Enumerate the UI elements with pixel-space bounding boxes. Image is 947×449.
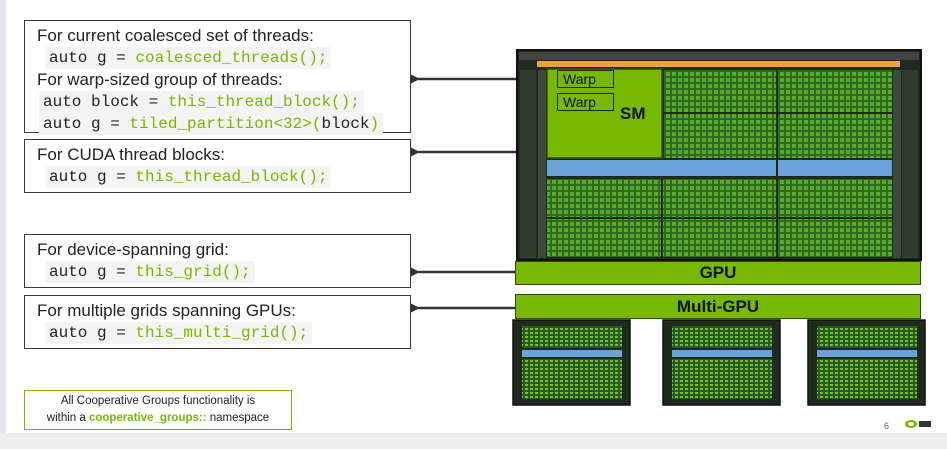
gpu-chip-2-cache (672, 350, 772, 357)
thread-block-box: For CUDA thread blocks: auto g = this_th… (24, 139, 411, 193)
grid-code-prefix: auto g = (49, 263, 136, 281)
die-orange-bar (537, 61, 900, 67)
warp-label-2: Warp (557, 93, 614, 111)
bottom-edge-strip (0, 433, 947, 449)
gpu-chip-1-cores-a (522, 326, 622, 348)
tiled-code-arg: block (321, 115, 370, 133)
warp-label-1: Warp (557, 70, 614, 88)
coalesced-code-call: coalesced_threads(); (135, 49, 328, 67)
note-line2: within a cooperative_groups:: namespace (25, 410, 291, 427)
coalesced-code-prefix: auto g = (49, 49, 136, 67)
block-code-call: this_thread_block(); (167, 93, 360, 111)
note-line1: All Cooperative Groups functionality is (60, 395, 256, 407)
thread-block-code: auto g = this_thread_block(); (45, 166, 332, 188)
thread-block-heading: For CUDA thread blocks: (37, 145, 226, 164)
thread-block-code-prefix: auto g = (49, 168, 136, 186)
tiled-code-prefix: auto g = (43, 115, 130, 133)
grid-code-call: this_grid(); (135, 263, 251, 281)
multi-grid-code: auto g = this_multi_grid(); (45, 322, 313, 344)
memory-right (902, 70, 918, 258)
multi-grid-box: For multiple grids spanning GPUs: auto g… (24, 295, 411, 349)
gpu-chip-3-cores-b (817, 359, 917, 399)
gpu-chip-3-cache (817, 350, 917, 357)
l2-cache (547, 160, 892, 176)
coalesced-heading: For current coalesced set of threads: (37, 26, 314, 45)
note-namespace: cooperative_groups:: (88, 412, 207, 424)
memory-left-b (538, 70, 546, 258)
multi-gpu-bar: Multi-GPU (515, 294, 921, 319)
gpu-chip-1-cores-b (522, 359, 622, 399)
die-top-band (519, 52, 919, 60)
gpu-chip-1-cache (522, 350, 622, 357)
block-code: auto block = this_thread_block(); (39, 91, 364, 113)
multi-grid-code-call: this_multi_grid(); (135, 324, 309, 342)
gpu-chip-3-cores-a (817, 326, 917, 348)
tiled-code: auto g = tiled_partition<32>(block) (39, 113, 384, 135)
memory-right-b (893, 70, 901, 258)
page-number: 6 (884, 421, 890, 431)
gpu-bar: GPU (515, 261, 921, 285)
namespace-note: All Cooperative Groups functionality is … (24, 390, 292, 430)
grid-code: auto g = this_grid(); (45, 261, 255, 283)
left-edge-strip (0, 0, 6, 449)
block-code-prefix: auto block = (43, 93, 168, 111)
note-prefix: within a (46, 412, 89, 424)
nvidia-logo-icon (905, 420, 931, 428)
grid-heading: For device-spanning grid: (37, 240, 229, 259)
coalesced-warp-box: For current coalesced set of threads: au… (24, 20, 411, 135)
thread-block-code-call: this_thread_block(); (135, 168, 328, 186)
gpu-chip-2-cores-a (672, 326, 772, 348)
gpu-chip-2-cores-b (672, 359, 772, 399)
warp-heading: For warp-sized group of threads: (37, 70, 283, 89)
grid-box: For device-spanning grid: auto g = this_… (24, 234, 411, 288)
memory-left (520, 70, 536, 258)
sm-label: SM (620, 104, 646, 123)
note-suffix: namespace (206, 412, 270, 424)
multi-grid-code-prefix: auto g = (49, 324, 136, 342)
tiled-code-close: ) (369, 115, 380, 133)
tiled-code-call: tiled_partition<32>( (129, 115, 322, 133)
multi-grid-heading: For multiple grids spanning GPUs: (37, 301, 296, 320)
coalesced-code: auto g = coalesced_threads(); (45, 47, 332, 69)
